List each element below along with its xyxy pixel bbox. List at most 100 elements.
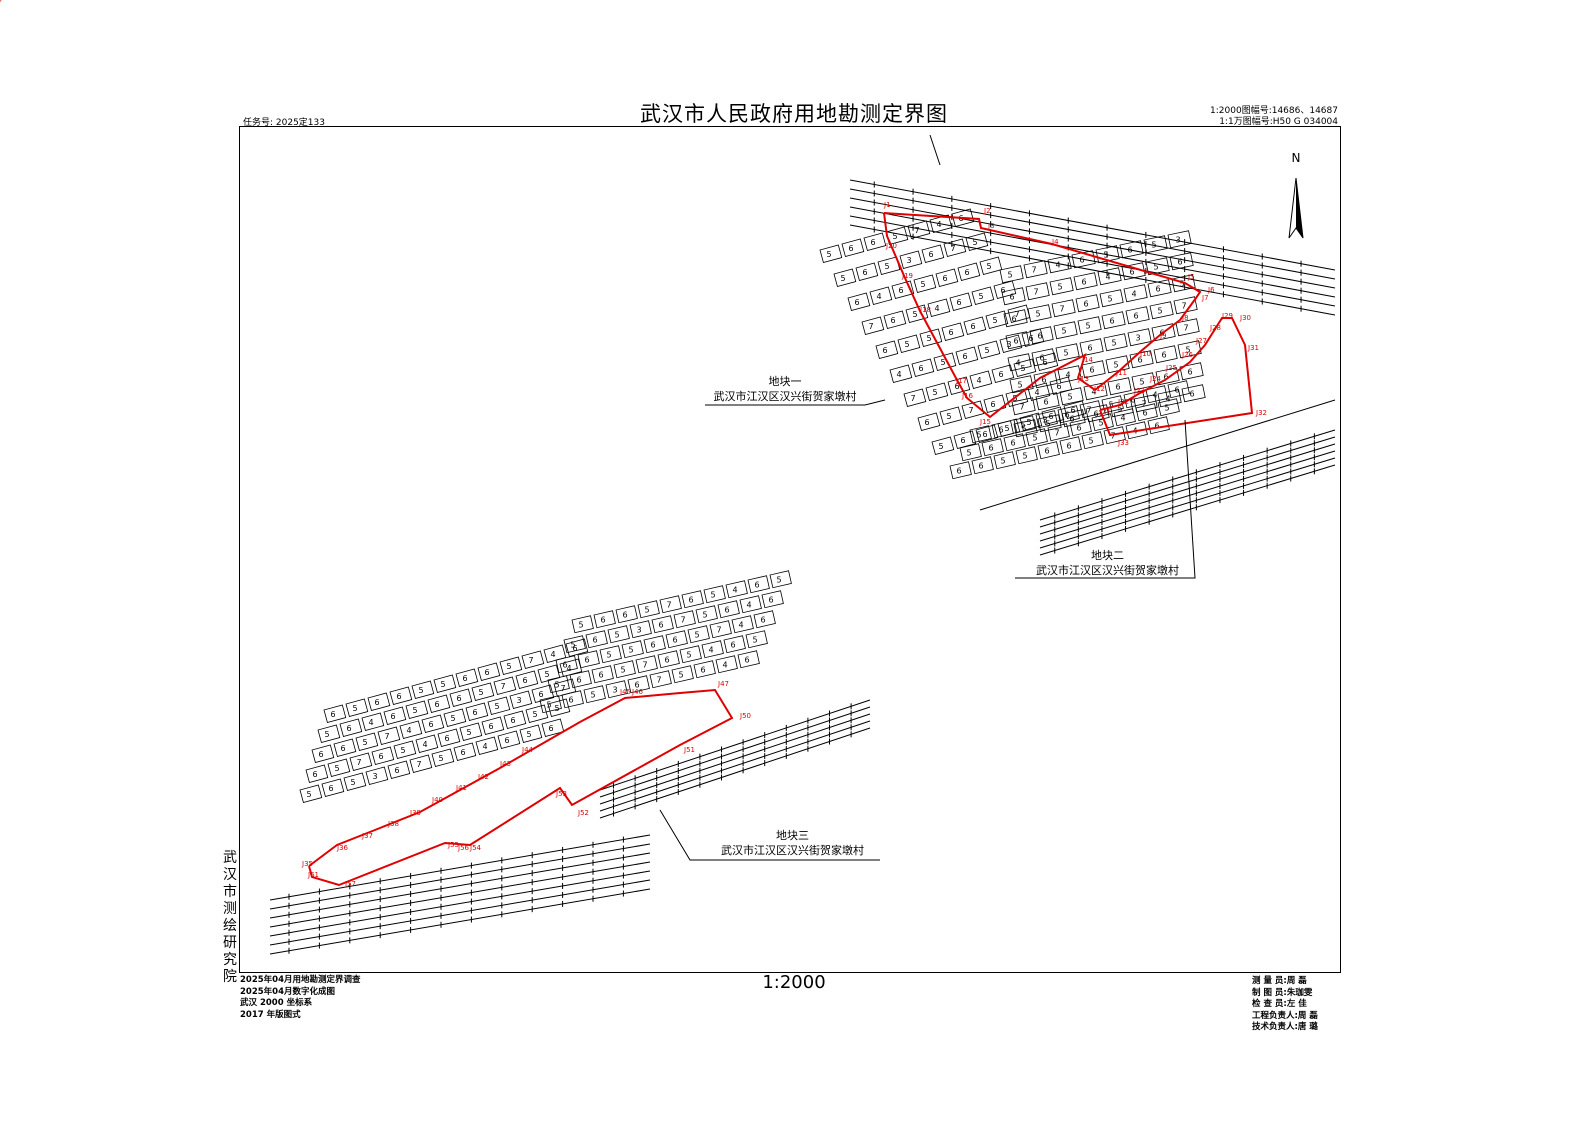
credit-surveyor: 测 量 员:周 磊 <box>1252 976 1307 986</box>
building: 6 <box>1135 403 1158 422</box>
parcel-2-boundary <box>1099 317 1254 437</box>
building-floor-label: 4 <box>896 370 901 379</box>
railway-track <box>1039 457 1336 549</box>
callout-line-1 <box>705 399 886 406</box>
building: 5 <box>343 772 367 792</box>
building-floor-label: 5 <box>840 274 845 283</box>
building: 6 <box>1081 360 1106 379</box>
building: 6 <box>367 692 391 712</box>
building: 6 <box>593 610 616 629</box>
building: 5 <box>1081 431 1104 450</box>
building: 6 <box>497 730 521 750</box>
building-floor-label: 5 <box>1157 307 1162 316</box>
building-floor-label: 6 <box>484 668 489 677</box>
building-floor-label: 6 <box>488 722 493 731</box>
building-floor-label: 6 <box>998 426 1003 435</box>
building-floor-label: 5 <box>1108 401 1113 410</box>
building-floor-label: 3 <box>1042 416 1047 425</box>
building-floor-label: 5 <box>620 666 625 675</box>
boundary-point-j1: J1 <box>883 201 891 209</box>
railway-track <box>1039 429 1336 521</box>
boundary-point-j52: J52 <box>577 809 589 817</box>
building: 6 <box>371 746 395 766</box>
building-floor-label: 6 <box>1089 366 1094 375</box>
building: 6 <box>323 704 347 724</box>
building: 5 <box>1055 343 1080 362</box>
building-floor-label: 6 <box>1137 356 1142 365</box>
building-floor-label: 6 <box>634 681 639 690</box>
building-floor-label: 6 <box>598 671 603 680</box>
building-floor-label: 6 <box>1155 285 1160 294</box>
building-floor-label: 6 <box>1069 415 1074 424</box>
building-floor-label: 4 <box>550 650 555 659</box>
building: 5 <box>931 436 955 456</box>
building: 6 <box>651 615 674 634</box>
building: 6 <box>941 322 965 342</box>
building-floor-label: 5 <box>938 442 943 451</box>
building-floor-label: 5 <box>440 680 445 689</box>
building: 5 <box>939 406 963 426</box>
map-frame <box>239 126 1341 973</box>
railway-track <box>269 879 651 946</box>
building: 6 <box>1061 409 1086 428</box>
building-floor-label: 5 <box>362 738 367 747</box>
boundary-point-j57: J57 <box>344 880 356 888</box>
building: 5 <box>1009 375 1034 394</box>
building: 3 <box>1035 410 1058 429</box>
building: 6 <box>627 675 650 694</box>
building: 5 <box>1027 304 1052 323</box>
building: 5 <box>977 340 1001 360</box>
building: 5 <box>833 268 857 288</box>
building: 6 <box>389 686 413 706</box>
building-floor-label: 5 <box>972 238 977 247</box>
building: 5 <box>913 274 937 294</box>
boundary-point-j24: J24 <box>1149 375 1162 383</box>
boundary-point-j30: J30 <box>1239 314 1251 322</box>
parcel-2-callout: 地块二 武汉市江汉区汉兴街贺家墩村 <box>1020 548 1195 578</box>
building: 6 <box>383 706 407 726</box>
building: 7 <box>1051 299 1076 318</box>
building: 5 <box>547 675 570 694</box>
building: 4 <box>1083 382 1108 401</box>
building: 5 <box>993 451 1016 470</box>
parcel-3-location: 武汉市江汉区汉兴街贺家墩村 <box>721 844 864 857</box>
railway-track <box>1039 436 1336 528</box>
building: 5 <box>1025 428 1048 447</box>
boundary-point-j20: J20 <box>885 242 897 250</box>
building: 6 <box>503 710 527 730</box>
building-floor-label: 6 <box>1130 396 1135 405</box>
boundary-point-j4: J4 <box>1051 238 1059 246</box>
building-floor-label: 7 <box>1031 266 1036 275</box>
boundary-point-j61: J61 <box>307 871 319 879</box>
boundary-point-j5: J5 <box>1187 273 1195 281</box>
boundary-point-labels: J1J2J3J4J5J6J7J8J9J10J11J12J13J14J15J16J… <box>0 0 1267 888</box>
building: 6 <box>1021 328 1045 348</box>
building: 4 <box>889 364 913 384</box>
building: 6 <box>481 716 505 736</box>
railway-track <box>599 706 871 798</box>
building: 6 <box>1035 392 1060 411</box>
building: 5 <box>471 682 495 702</box>
boundary-point-j23: J23 <box>1133 387 1145 395</box>
building: 5 <box>499 656 523 676</box>
building: 6 <box>1049 376 1073 396</box>
boundary-point-j43: J43 <box>499 760 511 768</box>
building-floor-label: 5 <box>1088 437 1093 446</box>
building: 5 <box>819 244 843 264</box>
building: 5 <box>431 748 455 768</box>
building-floor-label: 6 <box>1174 386 1179 395</box>
building-floor-label: 4 <box>732 586 737 595</box>
building-floor-label: 6 <box>592 636 597 645</box>
building-floor-label: 5 <box>324 730 329 739</box>
railway-track <box>849 224 1336 316</box>
building-floor-label: 6 <box>1109 317 1114 326</box>
building: 5 <box>1145 257 1170 276</box>
railway-track <box>269 861 651 928</box>
note-mapping-date: 2025年04月数字化成图 <box>240 986 335 997</box>
building-floor-label: 5 <box>978 292 983 301</box>
building: 3 <box>509 690 533 710</box>
building-floor-label: 5 <box>1063 349 1068 358</box>
building: 5 <box>979 256 1003 276</box>
boundary-point-j53: J53 <box>555 790 567 798</box>
building: 6 <box>911 358 935 378</box>
